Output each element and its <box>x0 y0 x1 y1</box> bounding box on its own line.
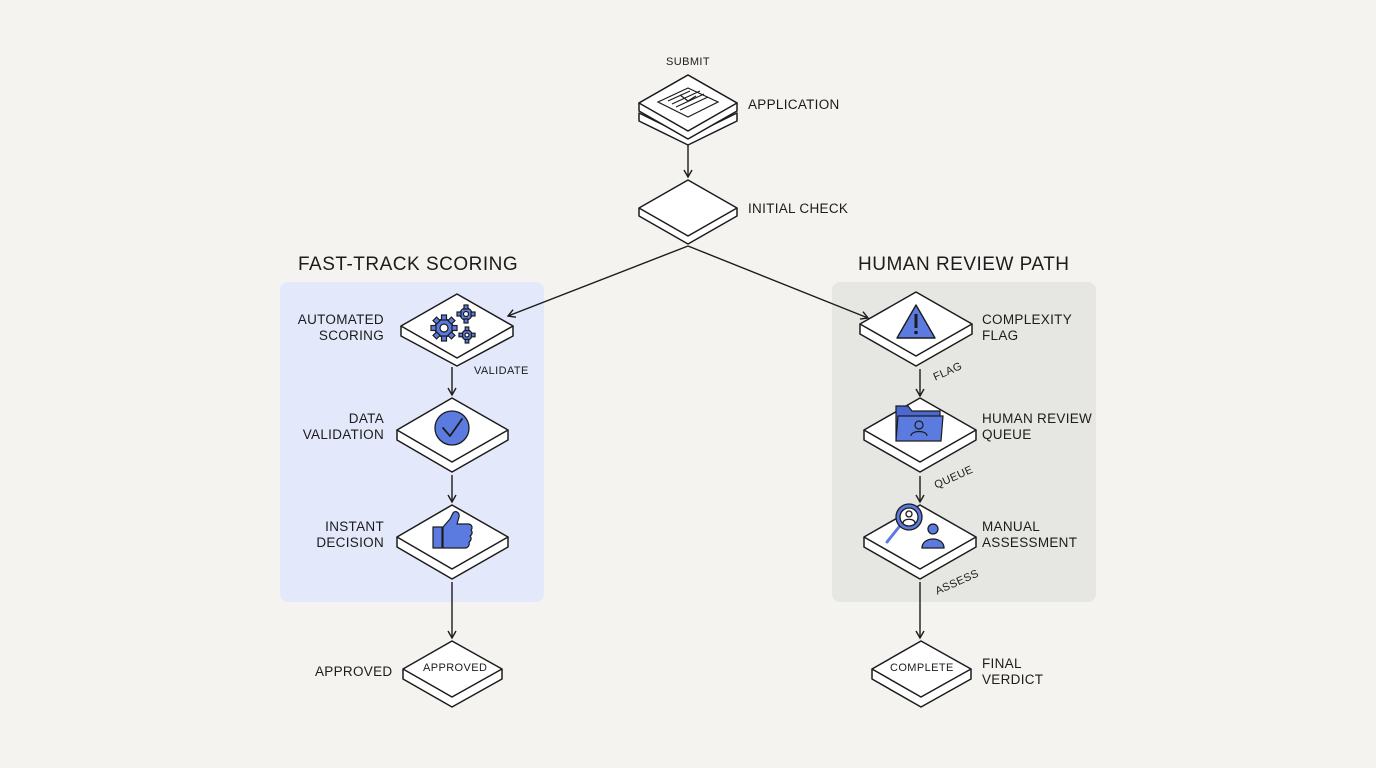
magnifier-person-icon <box>885 503 945 549</box>
fast-track-title: FAST-TRACK SCORING <box>298 254 519 275</box>
complete-inner-label: COMPLETE <box>890 662 954 674</box>
manual-assessment-label: MANUAL ASSESSMENT <box>982 519 1078 550</box>
approved-node <box>402 640 503 708</box>
approved-inner-label: APPROVED <box>423 662 488 674</box>
complexity-flag-label: COMPLEXITY FLAG <box>982 312 1073 343</box>
connectors <box>447 143 925 640</box>
data-validation-label: DATA VALIDATION <box>302 411 384 442</box>
warning-icon <box>896 304 936 339</box>
folder-person-icon <box>895 405 944 442</box>
checkmark-circle-icon <box>434 410 470 446</box>
document-icon <box>656 87 720 118</box>
human-review-title: HUMAN REVIEW PATH <box>858 254 1070 275</box>
initial-check-label: INITIAL CHECK <box>748 201 849 216</box>
initial-check-node <box>638 179 738 245</box>
manual-assessment-node <box>863 504 977 580</box>
submit-label: SUBMIT <box>666 56 710 68</box>
final-verdict-label: FINAL VERDICT <box>982 656 1044 687</box>
validate-edge-label: VALIDATE <box>474 365 529 377</box>
edge-check-to-scoring <box>506 245 689 318</box>
edge-check-to-flag <box>687 245 870 320</box>
application-label: APPLICATION <box>748 97 840 112</box>
thumbs-up-icon <box>432 511 473 549</box>
instant-decision-label: INSTANT DECISION <box>316 519 384 550</box>
automated-scoring-label: AUTOMATED SCORING <box>297 312 384 343</box>
human-review-queue-label: HUMAN REVIEW QUEUE <box>982 411 1093 442</box>
final-verdict-node <box>871 640 972 708</box>
approved-label: APPROVED <box>315 664 393 679</box>
gears-icon <box>430 304 476 344</box>
submit-node <box>638 74 738 146</box>
